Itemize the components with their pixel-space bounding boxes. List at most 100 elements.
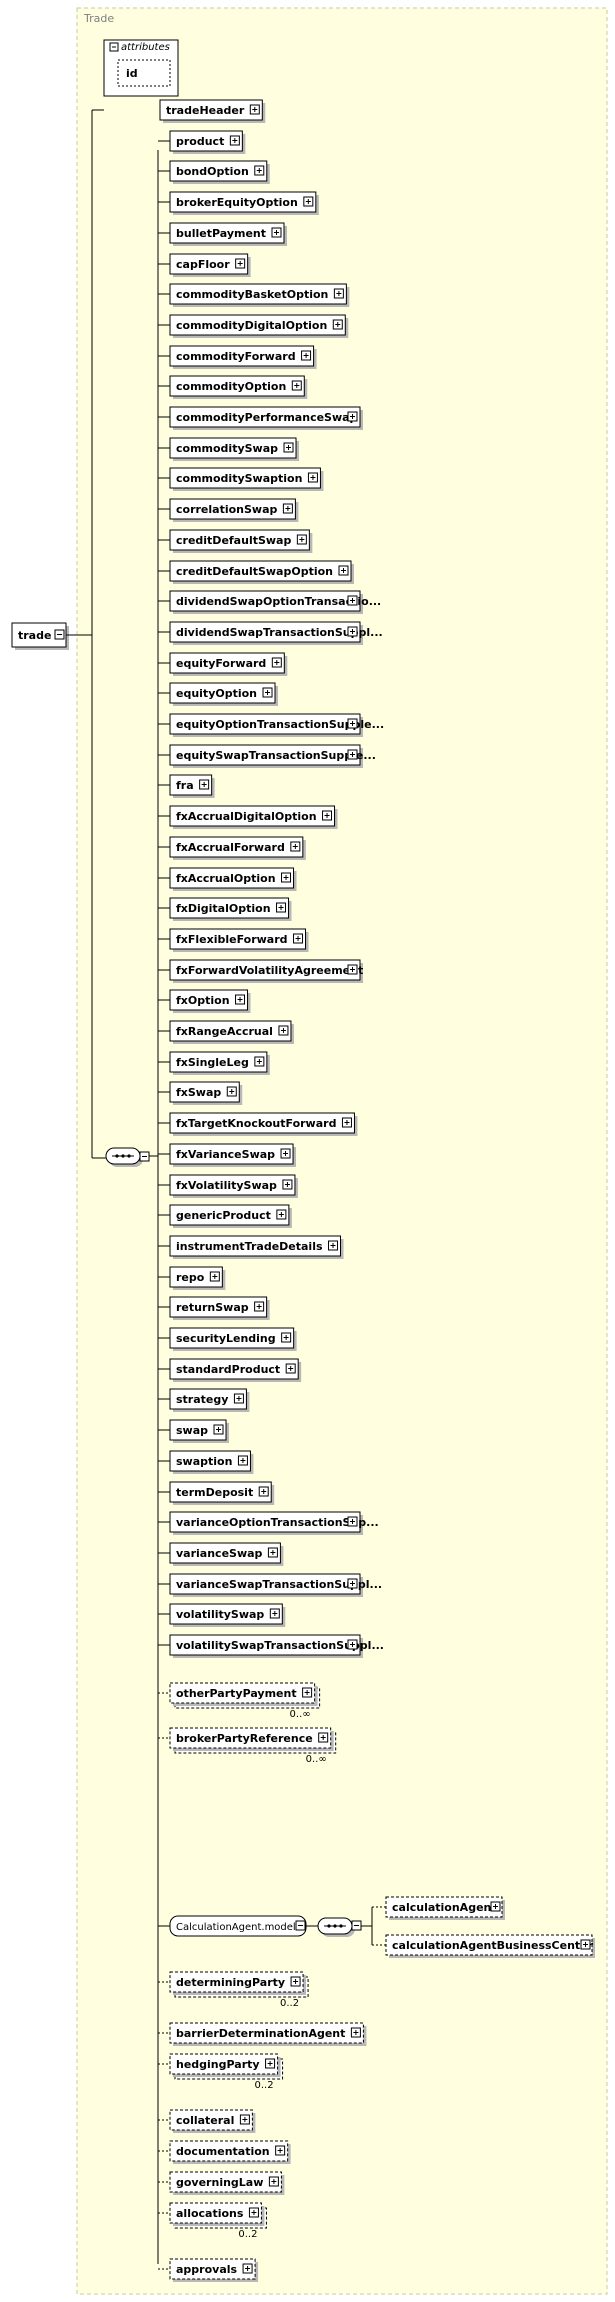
documentation-element[interactable] bbox=[169, 2140, 289, 2162]
variance-swap-transaction-suppl-element[interactable] bbox=[169, 1573, 361, 1595]
cap-floor-element[interactable] bbox=[169, 253, 249, 275]
credit-default-swap-option-element[interactable] bbox=[169, 560, 352, 582]
trade-group-background bbox=[76, 7, 608, 2295]
commodity-digital-option-element[interactable] bbox=[169, 314, 346, 336]
trade-header-element[interactable] bbox=[159, 99, 263, 121]
attribute-id-label: id bbox=[126, 67, 138, 80]
equity-swap-transaction-supple-element[interactable] bbox=[169, 744, 361, 766]
calculation-agent-business-center-element[interactable] bbox=[385, 1934, 593, 1956]
fx-single-leg-label: fxSingleLeg bbox=[176, 1056, 249, 1069]
commodity-forward-label: commodityForward bbox=[176, 350, 296, 363]
standard-product-label: standardProduct bbox=[176, 1363, 280, 1376]
governing-law-label: governingLaw bbox=[176, 2176, 263, 2189]
fx-option-label: fxOption bbox=[176, 994, 230, 1007]
cap-floor-label: capFloor bbox=[176, 258, 230, 271]
broker-equity-option-element[interactable] bbox=[169, 191, 317, 213]
determining-party-occurrence: 0..2 bbox=[280, 1998, 299, 2009]
variance-option-transaction-sup-label: varianceOptionTransactionSup... bbox=[176, 1516, 379, 1529]
allocations-label: allocations bbox=[176, 2207, 244, 2220]
bullet-payment-element[interactable] bbox=[169, 222, 285, 244]
standard-product-element[interactable] bbox=[169, 1358, 299, 1380]
commodity-swaption-label: commoditySwaption bbox=[176, 472, 302, 485]
instrument-trade-details-element[interactable] bbox=[169, 1235, 342, 1257]
product-element[interactable] bbox=[169, 130, 243, 152]
fx-target-knockout-forward-element[interactable] bbox=[169, 1112, 355, 1134]
commodity-digital-option-label: commodityDigitalOption bbox=[176, 319, 327, 332]
fx-swap-element[interactable] bbox=[169, 1081, 240, 1103]
swap-element[interactable] bbox=[169, 1419, 227, 1441]
instrument-trade-details-label: instrumentTradeDetails bbox=[176, 1240, 323, 1253]
determining-party-label: determiningParty bbox=[176, 1976, 285, 1989]
barrier-determination-agent-element[interactable] bbox=[169, 2022, 364, 2044]
fx-volatility-swap-element[interactable] bbox=[169, 1174, 296, 1196]
trade-root-label: trade bbox=[18, 629, 51, 642]
governing-law-element[interactable] bbox=[169, 2171, 282, 2193]
commodity-basket-option-label: commodityBasketOption bbox=[176, 288, 328, 301]
equity-forward-label: equityForward bbox=[176, 657, 266, 670]
generic-product-element[interactable] bbox=[169, 1204, 290, 1226]
determining-party-element[interactable] bbox=[169, 1971, 304, 1993]
approvals-element[interactable] bbox=[169, 2258, 256, 2280]
equity-forward-element[interactable] bbox=[169, 652, 285, 674]
commodity-option-label: commodityOption bbox=[176, 380, 286, 393]
trade-header-label: tradeHeader bbox=[166, 104, 245, 117]
return-swap-element[interactable] bbox=[169, 1296, 268, 1318]
swaption-element[interactable] bbox=[169, 1450, 251, 1472]
fx-forward-volatility-agreement-element[interactable] bbox=[169, 959, 361, 981]
credit-default-swap-option-label: creditDefaultSwapOption bbox=[176, 565, 333, 578]
fx-variance-swap-element[interactable] bbox=[169, 1143, 294, 1165]
fx-accrual-digital-option-element[interactable] bbox=[169, 805, 336, 827]
commodity-performance-swap-element[interactable] bbox=[169, 406, 361, 428]
attribute-id-box[interactable] bbox=[117, 59, 171, 87]
broker-party-reference-element[interactable] bbox=[169, 1727, 332, 1749]
broker-party-reference-occurrence: 0..∞ bbox=[306, 1754, 327, 1765]
equity-option-element[interactable] bbox=[169, 682, 276, 704]
allocations-element[interactable] bbox=[169, 2202, 262, 2224]
fx-digital-option-element[interactable] bbox=[169, 897, 290, 919]
hedging-party-element[interactable] bbox=[169, 2053, 279, 2075]
commodity-swap-label: commoditySwap bbox=[176, 442, 278, 455]
commodity-basket-option-element[interactable] bbox=[169, 283, 347, 305]
allocations-occurrence: 0..2 bbox=[238, 2229, 257, 2240]
strategy-element[interactable] bbox=[169, 1388, 247, 1410]
fx-option-element[interactable] bbox=[169, 989, 249, 1011]
commodity-swap-element[interactable] bbox=[169, 437, 297, 459]
dividend-swap-transaction-suppl-element[interactable] bbox=[169, 621, 361, 643]
generic-product-label: genericProduct bbox=[176, 1209, 271, 1222]
dividend-swap-option-transactio-element[interactable] bbox=[169, 590, 361, 612]
volatility-swap-transaction-suppl-element[interactable] bbox=[169, 1634, 361, 1656]
commodity-option-element[interactable] bbox=[169, 375, 305, 397]
fx-swap-label: fxSwap bbox=[176, 1086, 221, 1099]
fx-accrual-option-label: fxAccrualOption bbox=[176, 872, 276, 885]
correlation-swap-element[interactable] bbox=[169, 498, 296, 520]
dividend-swap-transaction-suppl-label: dividendSwapTransactionSuppl... bbox=[176, 626, 383, 639]
fx-accrual-digital-option-label: fxAccrualDigitalOption bbox=[176, 810, 317, 823]
variance-option-transaction-sup-element[interactable] bbox=[169, 1511, 361, 1533]
commodity-swaption-element[interactable] bbox=[169, 467, 321, 489]
security-lending-element[interactable] bbox=[169, 1327, 295, 1349]
collateral-element[interactable] bbox=[169, 2109, 253, 2131]
commodity-forward-element[interactable] bbox=[169, 345, 315, 367]
attributes-label: attributes bbox=[121, 42, 170, 53]
correlation-swap-label: correlationSwap bbox=[176, 503, 278, 516]
equity-option-transaction-supple-element[interactable] bbox=[169, 713, 361, 735]
credit-default-swap-element[interactable] bbox=[169, 529, 310, 551]
bond-option-label: bondOption bbox=[176, 165, 249, 178]
fx-accrual-option-element[interactable] bbox=[169, 867, 295, 889]
repo-element[interactable] bbox=[169, 1266, 223, 1288]
fx-single-leg-element[interactable] bbox=[169, 1051, 268, 1073]
calculation-agent-element[interactable] bbox=[385, 1896, 503, 1918]
calculation-agent-label: calculationAgent bbox=[392, 1901, 497, 1914]
volatility-swap-element[interactable] bbox=[169, 1603, 283, 1625]
variance-swap-element[interactable] bbox=[169, 1542, 281, 1564]
trade-group-title: Trade bbox=[83, 12, 114, 25]
approvals-label: approvals bbox=[176, 2263, 238, 2276]
fx-accrual-forward-element[interactable] bbox=[169, 836, 304, 858]
strategy-label: strategy bbox=[176, 1393, 228, 1406]
fx-flexible-forward-element[interactable] bbox=[169, 928, 307, 950]
swap-label: swap bbox=[176, 1424, 208, 1437]
fx-range-accrual-element[interactable] bbox=[169, 1020, 292, 1042]
other-party-payment-element[interactable] bbox=[169, 1682, 316, 1704]
bond-option-element[interactable] bbox=[169, 160, 268, 182]
term-deposit-element[interactable] bbox=[169, 1481, 272, 1503]
